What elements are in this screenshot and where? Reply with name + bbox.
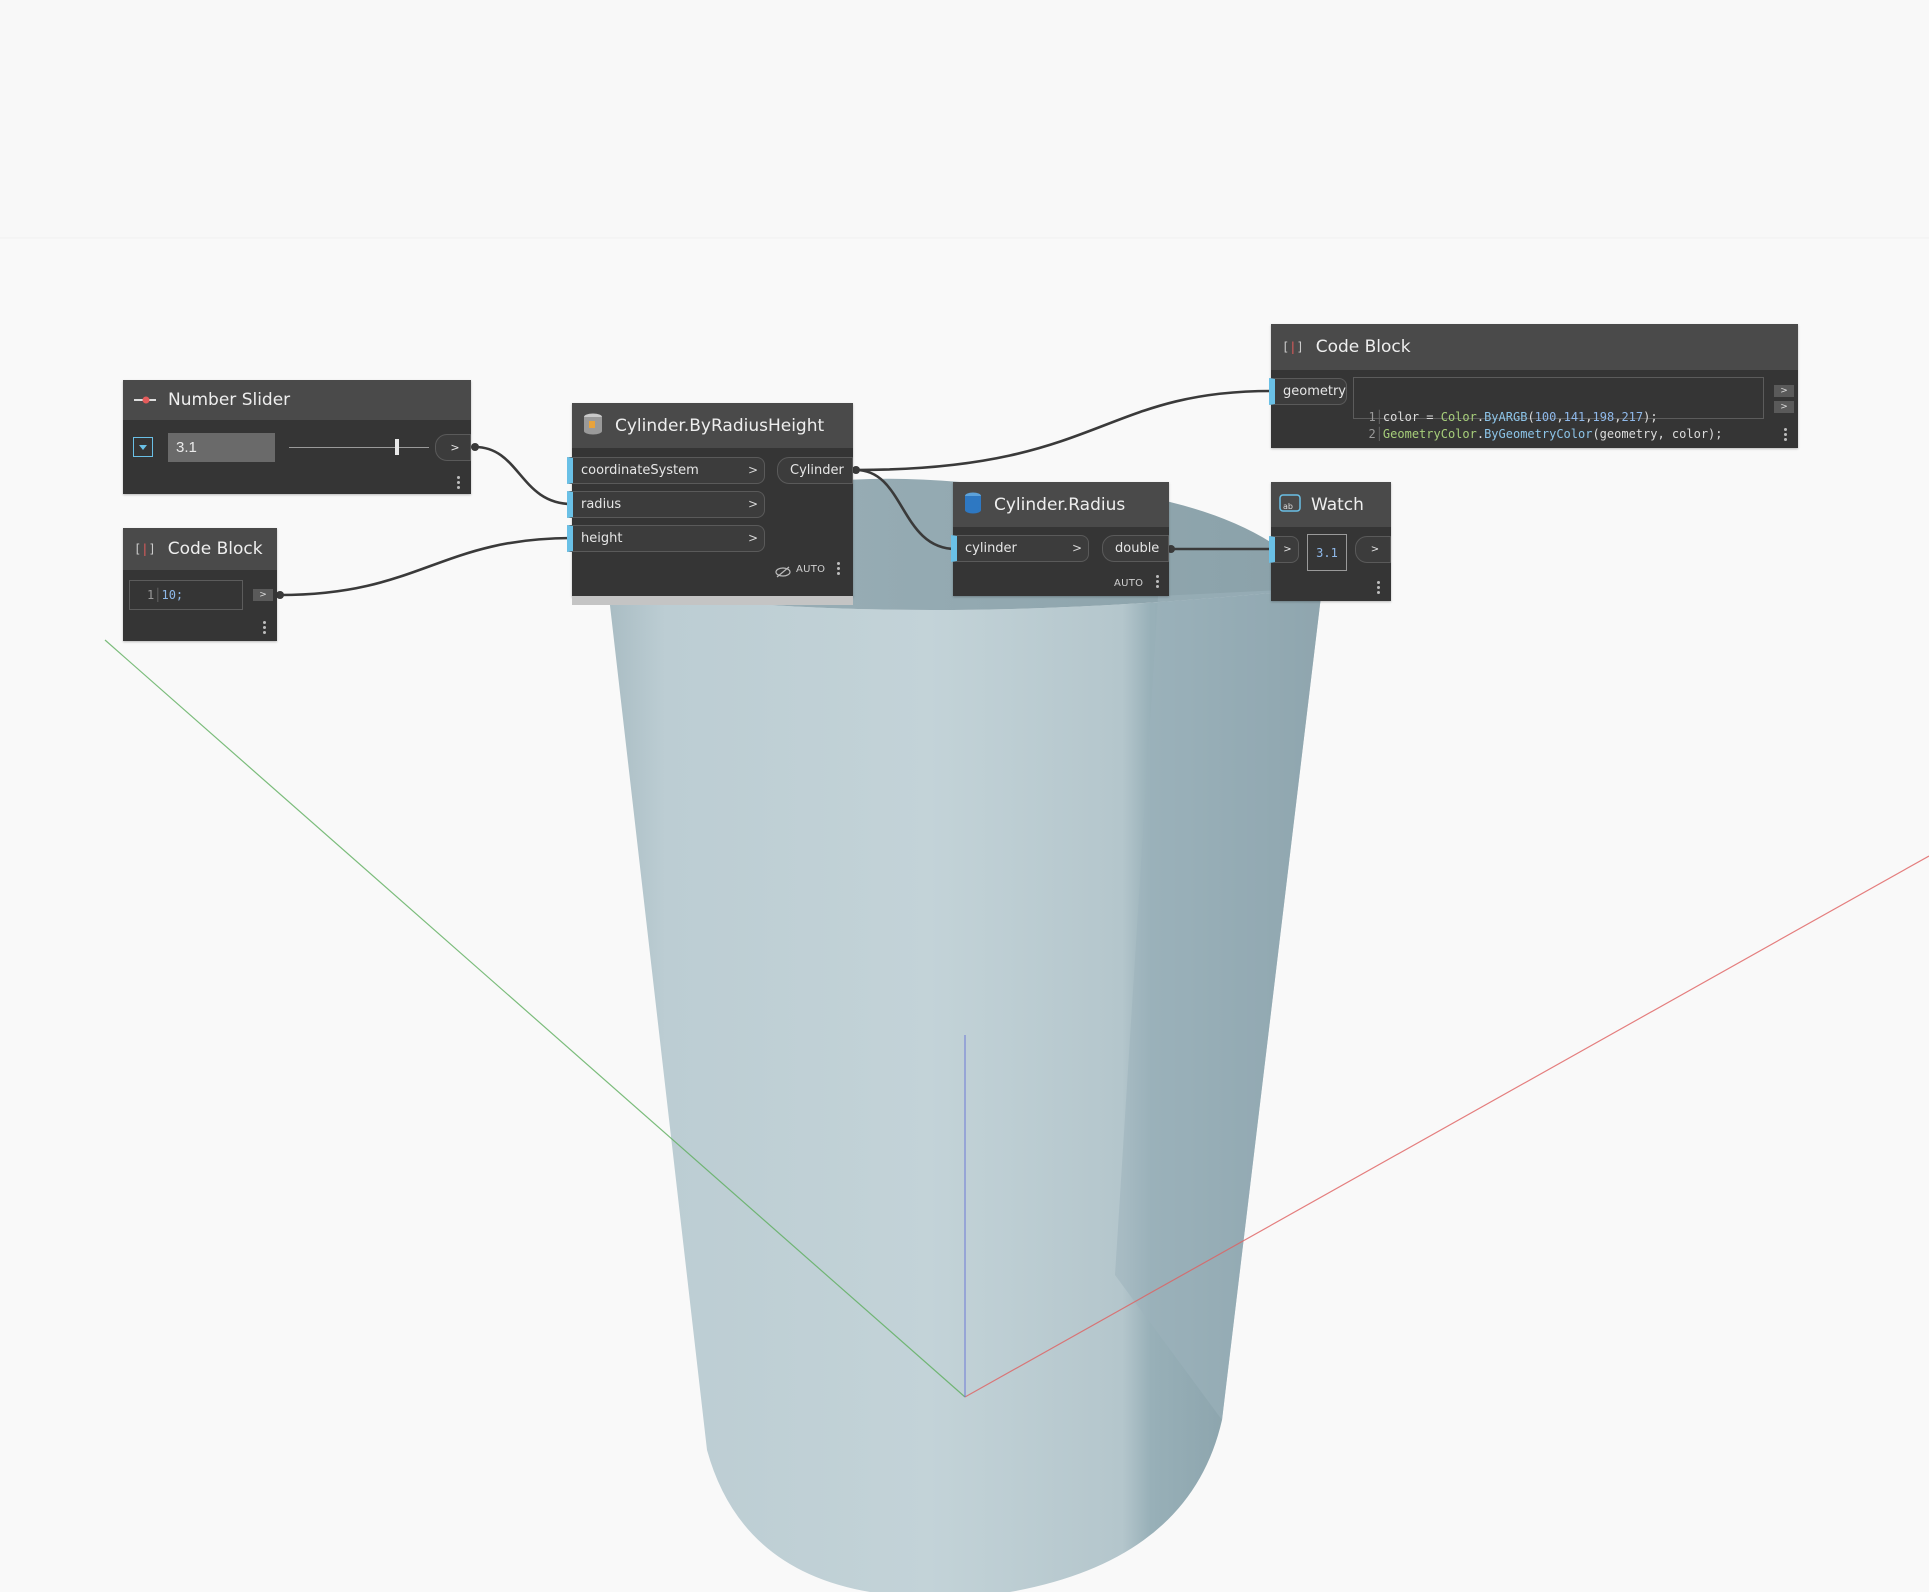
code-editor[interactable]: 1│10; xyxy=(129,580,243,610)
watch-icon: ab xyxy=(1279,492,1301,518)
node-title: Code Block xyxy=(1315,337,1411,357)
code-token: (geometry, color); xyxy=(1592,427,1723,441)
code-output-port-2[interactable]: > xyxy=(1774,401,1794,413)
cylinder-shade-band xyxy=(1115,588,1322,1420)
line-number: 1 xyxy=(147,588,155,602)
axis-x-line xyxy=(964,855,1929,1398)
wire-cylinder-to-geometry[interactable] xyxy=(855,389,1272,472)
node-menu-icon[interactable] xyxy=(457,476,461,491)
lacing-label[interactable]: AUTO xyxy=(796,564,826,575)
svg-text:ab: ab xyxy=(1283,502,1293,511)
code-token: 141 xyxy=(1563,410,1586,424)
cylinder-icon xyxy=(583,413,603,439)
code-token: Color xyxy=(1440,410,1477,424)
cylinder-solid-icon xyxy=(964,492,982,518)
code-token: ByGeometryColor xyxy=(1484,427,1593,441)
slider-icon xyxy=(134,391,156,410)
code-line[interactable]: 10; xyxy=(161,588,184,602)
slider-output-port[interactable]: > xyxy=(435,434,471,461)
lacing-label[interactable]: AUTO xyxy=(1114,578,1144,589)
code-block-node-right[interactable]: [|] Code Block geometry 1│color = Color.… xyxy=(1269,324,1798,448)
node-menu-icon[interactable] xyxy=(1156,575,1160,590)
code-line[interactable]: 2│GeometryColor.ByGeometryColor(geometry… xyxy=(1354,427,1723,441)
cylinder-by-radius-height-node[interactable]: Cylinder.ByRadiusHeight coordinateSystem… xyxy=(567,403,853,605)
slider-expand-button[interactable] xyxy=(133,437,153,457)
code-token: , xyxy=(1614,410,1622,424)
code-token: 217 xyxy=(1621,410,1644,424)
code-token: GeometryColor xyxy=(1382,427,1477,441)
node-header[interactable]: Cylinder.ByRadiusHeight xyxy=(572,403,853,448)
wires xyxy=(279,389,1272,597)
code-output-port[interactable]: > xyxy=(253,589,273,601)
code-block-node-left[interactable]: [|] Code Block 1│10; > xyxy=(123,528,277,641)
watch-value-display: 3.1 xyxy=(1307,534,1347,571)
code-token: , xyxy=(1556,410,1564,424)
code-token: ( xyxy=(1527,410,1535,424)
slider-track[interactable] xyxy=(289,439,429,455)
input-port-radius[interactable]: radius> xyxy=(567,491,765,518)
code-token: color = xyxy=(1382,410,1441,424)
code-token: 198 xyxy=(1592,410,1615,424)
watch-input-port[interactable]: > xyxy=(1269,536,1299,563)
code-token: . xyxy=(1476,410,1485,424)
node-menu-icon[interactable] xyxy=(263,621,267,636)
code-token: ); xyxy=(1643,410,1658,424)
code-token: 100 xyxy=(1534,410,1557,424)
input-port-cylinder[interactable]: cylinder> xyxy=(951,535,1089,562)
chevron-down-icon xyxy=(139,444,147,450)
node-header[interactable]: [|] Code Block xyxy=(1271,324,1798,370)
watch-node[interactable]: ab Watch > 3.1 > xyxy=(1269,482,1391,601)
node-header[interactable]: [|] Code Block xyxy=(123,528,277,570)
line-number: 2 xyxy=(1354,427,1376,441)
node-menu-icon[interactable] xyxy=(1784,428,1788,443)
input-port-height[interactable]: height> xyxy=(567,525,765,552)
slider-thumb[interactable] xyxy=(394,439,399,455)
node-menu-icon[interactable] xyxy=(1377,581,1381,596)
node-title: Code Block xyxy=(167,539,263,559)
node-title: Cylinder.Radius xyxy=(994,494,1126,515)
number-slider-node[interactable]: Number Slider 3.1 > xyxy=(123,380,471,494)
node-title: Number Slider xyxy=(168,390,291,410)
line-number: 1 xyxy=(1354,410,1376,424)
slider-value-input[interactable]: 3.1 xyxy=(168,433,275,462)
code-block-icon: [|] xyxy=(134,542,156,556)
node-header[interactable]: Cylinder.Radius xyxy=(953,482,1169,527)
code-token: ByARGB xyxy=(1484,410,1528,424)
cylinder-radius-node[interactable]: Cylinder.Radius cylinder> double AUTO xyxy=(951,482,1169,596)
code-output-port-1[interactable]: > xyxy=(1774,385,1794,397)
wire-codeblock-to-height[interactable] xyxy=(279,536,573,597)
preview-bar[interactable] xyxy=(572,596,853,605)
code-editor[interactable]: 1│color = Color.ByARGB(100,141,198,217);… xyxy=(1353,377,1764,441)
node-title: Cylinder.ByRadiusHeight xyxy=(615,415,825,436)
input-port-geometry[interactable]: geometry xyxy=(1269,378,1347,405)
input-port-coordinatesystem[interactable]: coordinateSystem> xyxy=(567,457,765,484)
output-port-double[interactable]: double xyxy=(1102,535,1169,562)
node-header[interactable]: ab Watch xyxy=(1271,482,1391,527)
axis-y-line xyxy=(104,639,966,1398)
node-menu-icon[interactable] xyxy=(837,562,841,577)
watch-output-port[interactable]: > xyxy=(1355,536,1391,563)
code-line[interactable]: 1│color = Color.ByARGB(100,141,198,217); xyxy=(1354,410,1658,424)
upper-strip xyxy=(0,0,1929,238)
preview-hidden-icon[interactable] xyxy=(775,563,791,582)
node-header[interactable]: Number Slider xyxy=(123,380,471,420)
wire-cylinder-to-radius[interactable] xyxy=(855,468,957,551)
code-token: . xyxy=(1476,427,1485,441)
wire-slider-to-radius[interactable] xyxy=(474,445,573,506)
output-port-cylinder[interactable]: Cylinder xyxy=(777,457,853,484)
code-block-icon: [|] xyxy=(1282,340,1304,354)
code-token: , xyxy=(1585,410,1593,424)
node-title: Watch xyxy=(1311,494,1364,515)
